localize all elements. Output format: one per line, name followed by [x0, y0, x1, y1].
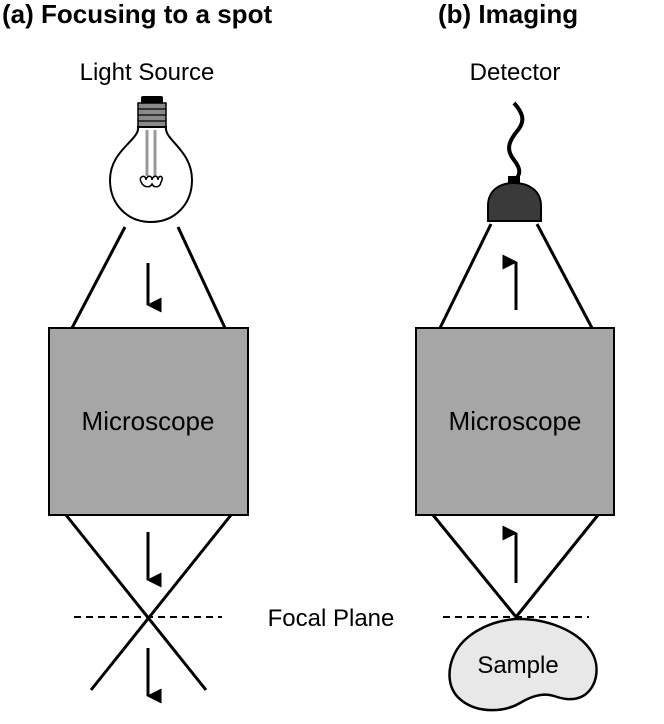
detector-label: Detector	[470, 59, 561, 86]
microscope-a-label: Microscope	[82, 406, 215, 436]
beam-a-cross-1	[64, 514, 208, 691]
beam-b-right-top	[535, 223, 594, 329]
beam-b-left-top	[438, 223, 493, 329]
detector-icon	[487, 101, 542, 222]
microscope-box-b	[415, 327, 615, 516]
sample-blob	[448, 617, 598, 712]
light-bulb-icon	[108, 96, 194, 224]
sample-label: Sample	[477, 652, 558, 679]
beam-a-left-top	[70, 226, 127, 329]
beam-b-right-bottom	[514, 514, 600, 618]
microscope-box-a	[48, 327, 249, 516]
microscope-b-label: Microscope	[449, 406, 582, 436]
focal-plane-label: Focal Plane	[268, 605, 395, 632]
beam-a-right-top	[176, 226, 227, 329]
panel-b-title: (b) Imaging	[438, 0, 578, 29]
beam-a-cross-2	[89, 514, 233, 691]
beam-b-left-bottom	[431, 514, 518, 618]
light-source-label: Light Source	[80, 59, 215, 86]
panel-a-title: (a) Focusing to a spot	[2, 0, 272, 29]
